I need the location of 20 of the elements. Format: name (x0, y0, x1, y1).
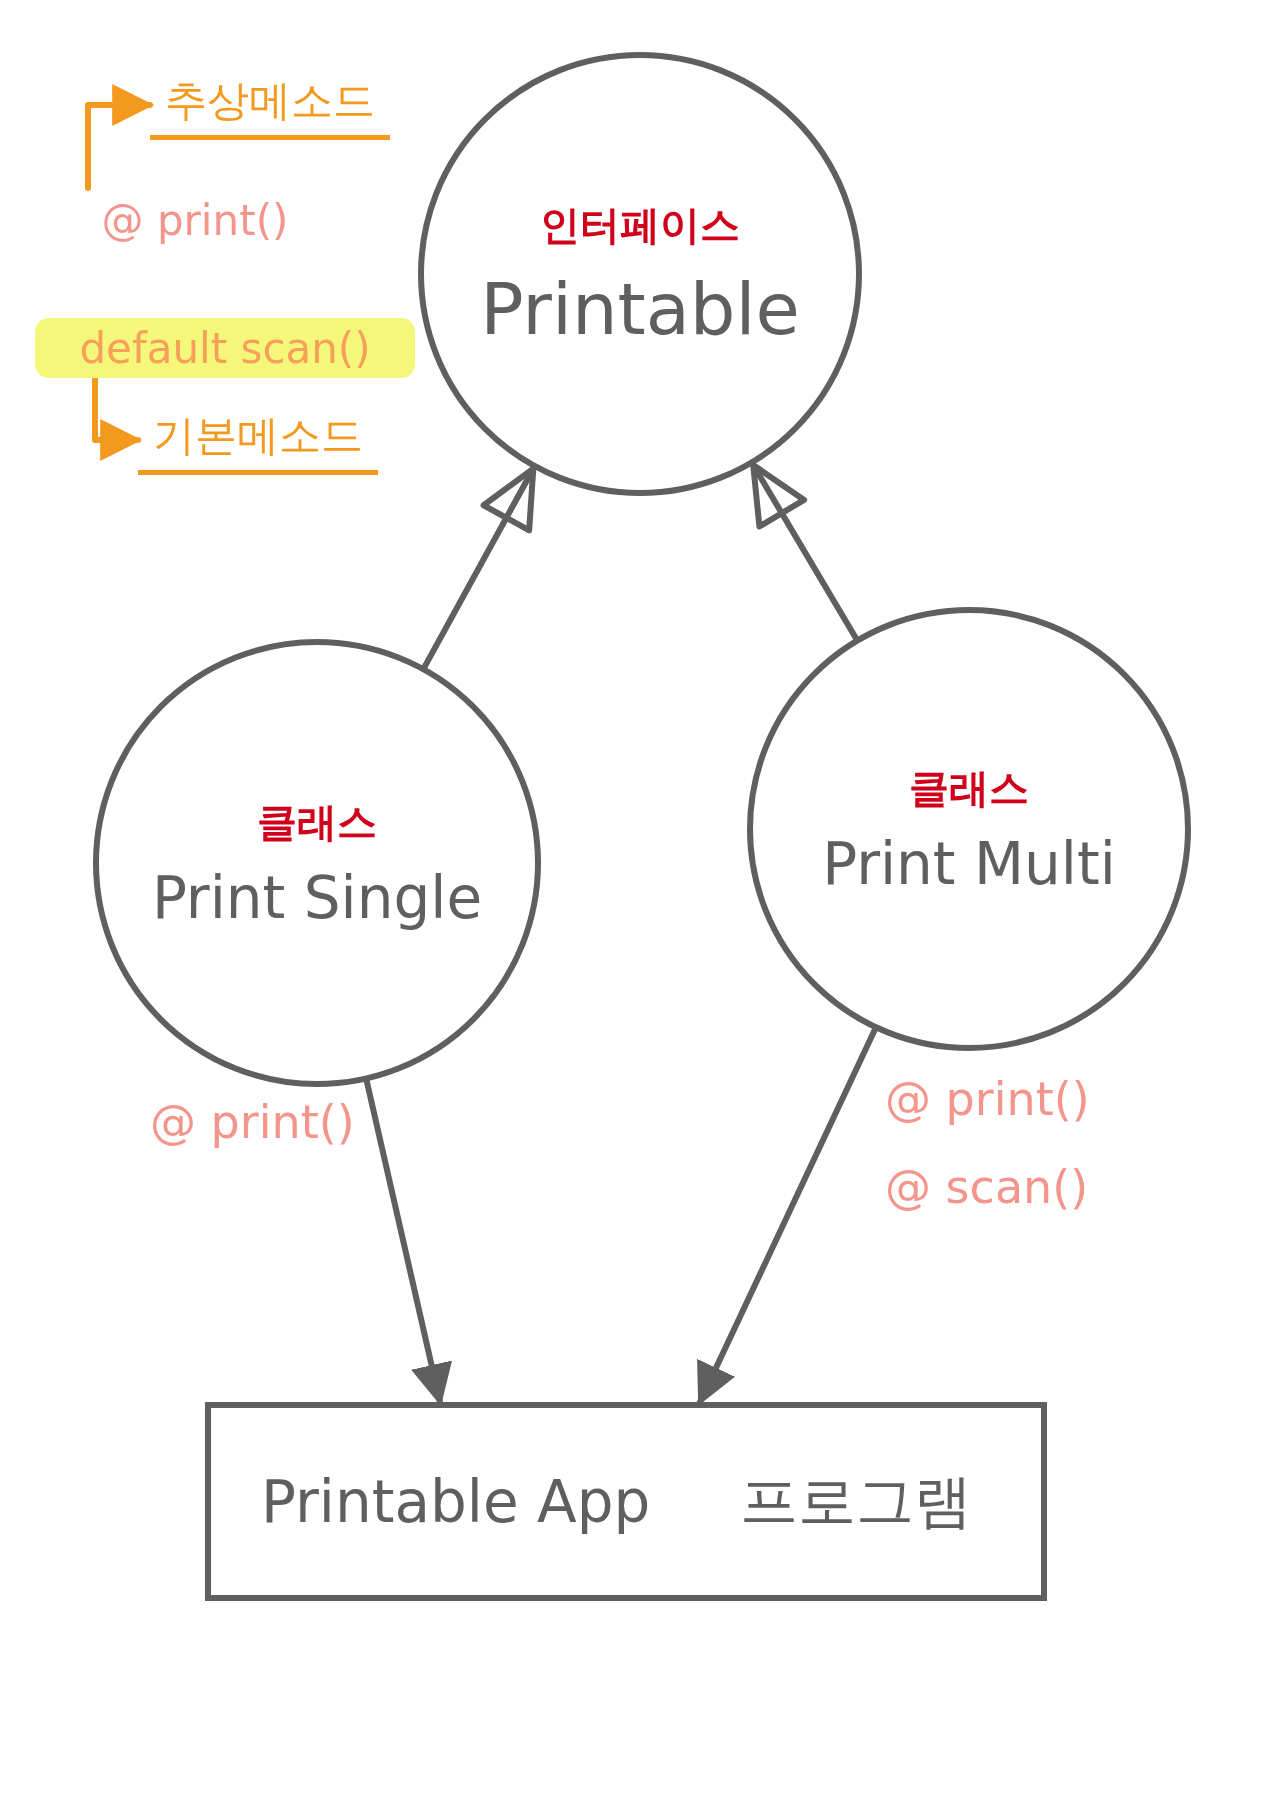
method-label: @ print() (70, 188, 320, 252)
name-label: Printable (480, 266, 800, 351)
method-label: @ print() (150, 1095, 355, 1149)
arrow (750, 462, 859, 641)
method-label: default scan() (35, 318, 415, 378)
heading-label: 인터페이스 (540, 200, 740, 250)
program-box (205, 1402, 1047, 1601)
arrow (92, 375, 143, 461)
method-label: @ scan() (885, 1160, 1090, 1214)
heading-label: 클래스 (909, 763, 1029, 813)
heading-label: 클래스 (257, 797, 377, 847)
name-label: Print Single (151, 863, 483, 932)
method-label: @ print() (885, 1072, 1090, 1126)
arrow (85, 84, 155, 191)
annotation-label: 기본메소드 (138, 401, 378, 475)
annotation-label: 추상메소드 (150, 66, 390, 140)
program-label: Printable App (261, 1467, 651, 1536)
name-label: Print Multi (822, 829, 1116, 898)
program-label: 프로그램 (740, 1465, 973, 1537)
arrow (421, 465, 537, 670)
